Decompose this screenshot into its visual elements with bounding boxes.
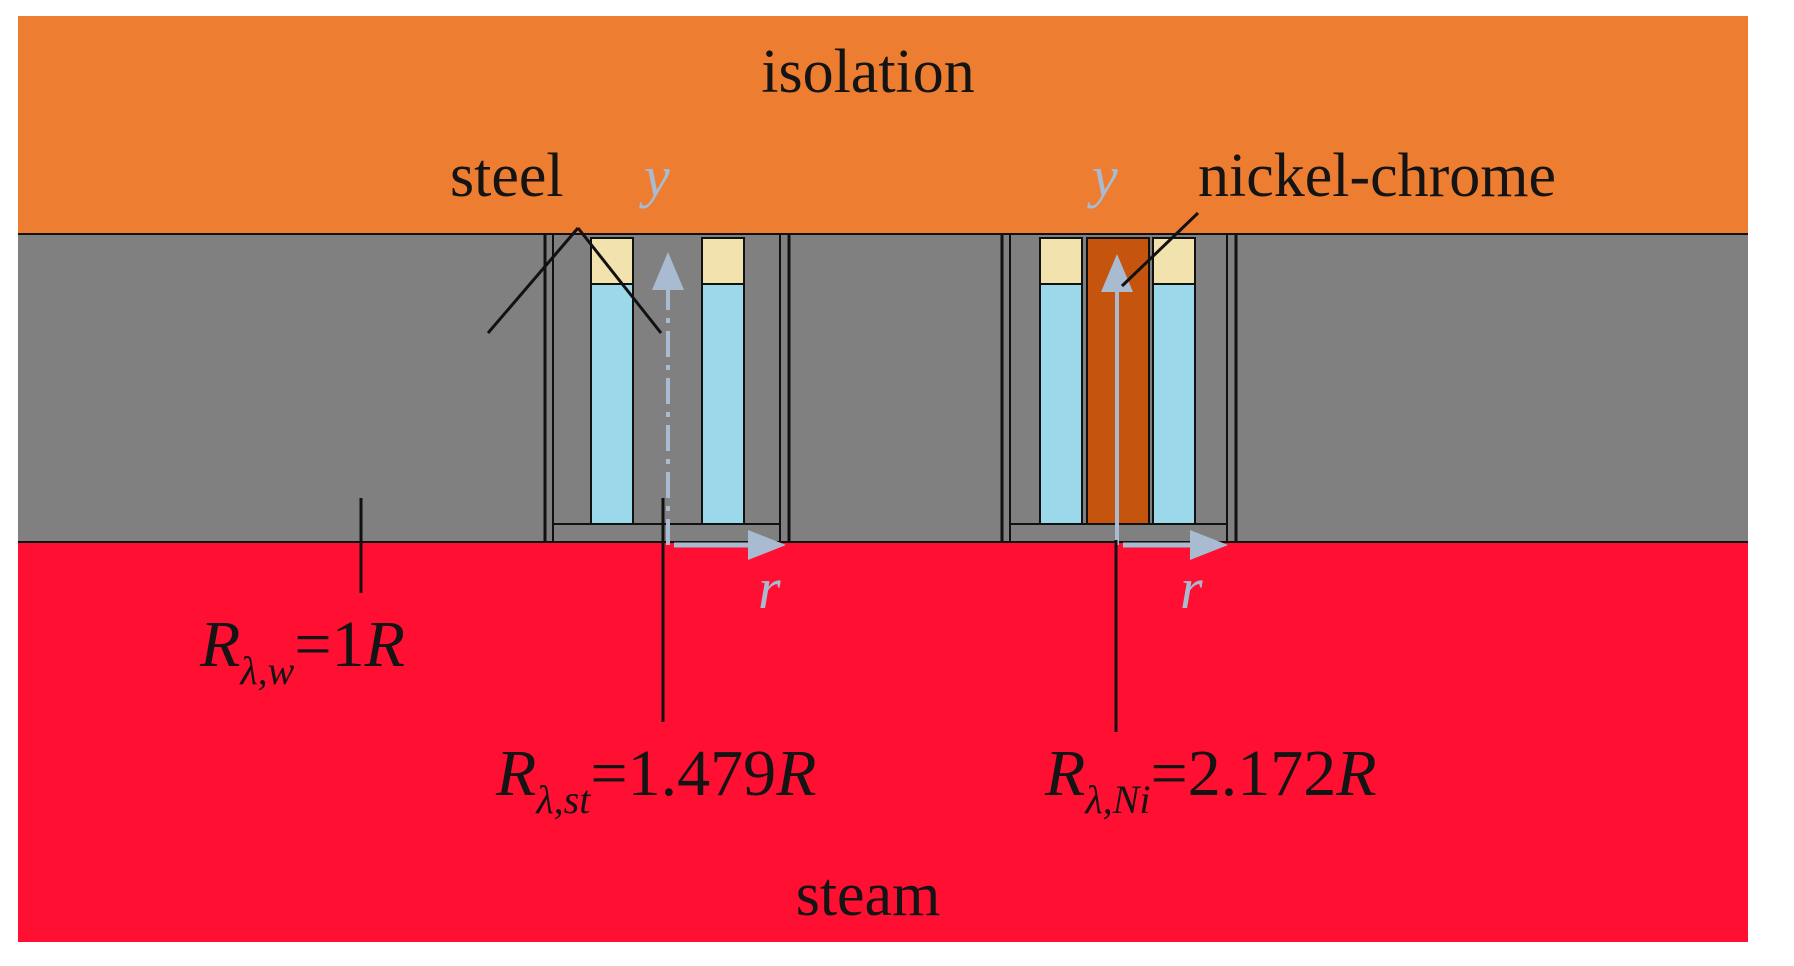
wall-region xyxy=(18,234,1748,542)
left-r-arrowhead xyxy=(748,530,786,560)
isolation-region xyxy=(18,16,1748,234)
steam-label: steam xyxy=(796,861,941,929)
steel-resistance-label: Rλ,st=1.479R xyxy=(495,737,816,822)
steel-right-water xyxy=(701,283,745,525)
steel-left-cap xyxy=(590,237,634,285)
nickel-left-water xyxy=(1039,283,1083,525)
leader-lines xyxy=(359,211,1200,732)
nickel-leader xyxy=(1120,211,1200,288)
isolation-label: isolation xyxy=(761,38,975,106)
nickel-right-water xyxy=(1152,283,1196,525)
nickel-right-cap xyxy=(1152,237,1196,285)
left-axes xyxy=(652,252,786,560)
steel-leader-left xyxy=(486,227,580,334)
steel-left-water xyxy=(590,283,634,525)
nickel-left-cap xyxy=(1039,237,1083,285)
steel-right-cap xyxy=(701,237,745,285)
right-r-axis-label: r xyxy=(1180,556,1203,621)
right-r-arrowhead xyxy=(1190,530,1228,560)
steam-region xyxy=(18,542,1748,942)
steel-label: steel xyxy=(450,142,564,210)
wall-resistance-label: Rλ,w=1R xyxy=(199,608,405,693)
steel-sensor xyxy=(543,234,791,543)
nickel-chrome-label: nickel-chrome xyxy=(1198,142,1556,210)
left-y-arrowhead xyxy=(652,252,684,290)
steel-leader-right xyxy=(576,227,663,334)
right-y-axis-label: y xyxy=(1087,144,1118,209)
left-r-axis-label: r xyxy=(758,556,781,621)
left-y-axis-label: y xyxy=(639,144,670,209)
nickel-resistance-label: Rλ,Ni=2.172R xyxy=(1044,737,1377,822)
